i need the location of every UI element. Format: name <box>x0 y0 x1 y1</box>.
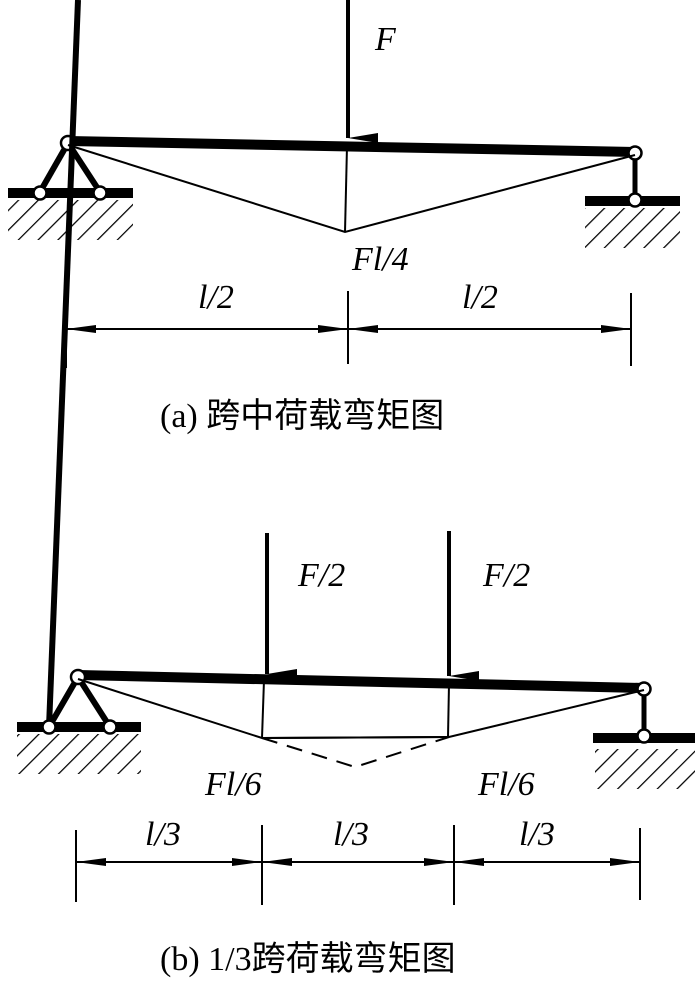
moment-plateau <box>261 736 450 739</box>
ground-hatch <box>17 734 141 774</box>
pin-joint <box>69 668 87 686</box>
moment-diagram <box>67 144 636 234</box>
pin-support-left <box>17 0 141 774</box>
moment-ordinate-right <box>447 683 450 738</box>
dim-label-2: l/2 <box>462 279 498 316</box>
ground-hatch <box>595 749 695 789</box>
diagram-b: F/2 F/2 Fl/6 Fl/6 l/3 l/3 l/3 (b) 1/3跨荷载… <box>17 0 695 978</box>
load-label-f: F <box>374 21 397 58</box>
load-label-left: F/2 <box>297 557 345 594</box>
dashed-reference-line <box>261 736 450 769</box>
pin-joint <box>627 145 643 161</box>
moment-label-max: Fl/4 <box>351 241 409 278</box>
caption-a: (a) 跨中荷载弯矩图 <box>160 397 444 435</box>
beam <box>67 136 636 157</box>
caption-b: (b) 1/3跨荷载弯矩图 <box>160 940 456 978</box>
dimension-line-b <box>75 825 641 905</box>
dim-label-2: l/3 <box>333 816 369 853</box>
load-label-right: F/2 <box>482 557 530 594</box>
moment-label-left: Fl/6 <box>204 766 262 803</box>
dimension-line-a <box>65 291 632 368</box>
moment-ordinate <box>344 145 348 233</box>
pin-joint <box>636 681 652 697</box>
ground-line <box>17 722 141 732</box>
dim-label-3: l/3 <box>519 816 555 853</box>
diagram-a: F Fl/4 l/2 l/2 (a) 跨中荷载弯矩图 <box>8 0 680 435</box>
dim-label-1: l/2 <box>198 279 234 316</box>
dim-label-1: l/3 <box>145 816 181 853</box>
roller-support-right <box>593 690 695 789</box>
moment-label-right: Fl/6 <box>477 766 535 803</box>
beam <box>77 670 645 693</box>
moment-ordinate-left <box>261 679 265 739</box>
ground-hatch <box>585 208 680 248</box>
roller-support-right <box>585 154 680 248</box>
